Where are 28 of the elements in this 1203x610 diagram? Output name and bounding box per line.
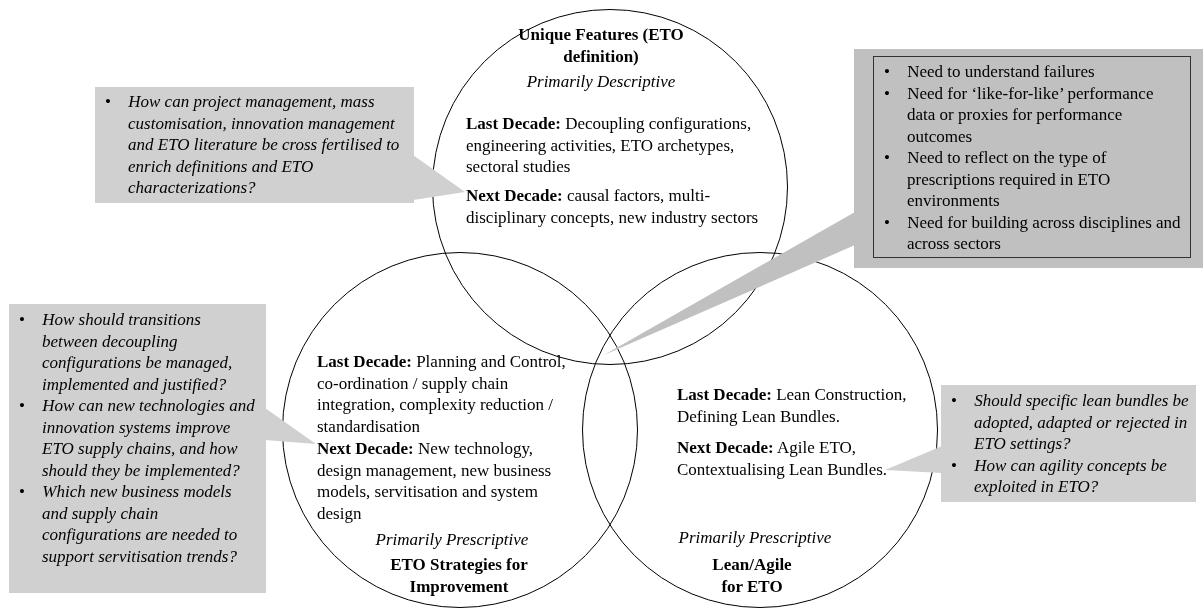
description-text: Last Decade: Lean Construction, Defining Lean Bundles. — [677, 384, 908, 427]
callout-pointer — [885, 446, 942, 473]
description-text: Last Decade: Planning and Control, co-ordination / supply chain integration, complexity reduction / standardisation — [317, 351, 567, 437]
question-text: • How can project management, mass customisation, innovation management and ETO literature be cross fertilised to enrich definitions and ETO characterizations? — [105, 91, 401, 199]
callout-box — [9, 304, 266, 593]
callout-pointer — [265, 408, 316, 444]
description-text: Next Decade: Agile ETO, Contextualising Lean Bundles. — [677, 437, 889, 480]
question-text: • How can agility concepts be exploited in ETO? — [951, 454, 1168, 498]
circle-title: Lean/Agile for ETO — [711, 554, 793, 597]
callout-box — [854, 49, 1203, 268]
question-text: • How should transitions between decoupling configurations be managed, implemented and justified? — [19, 309, 234, 395]
description-text: Last Decade: Decoupling configurations, engineering activities, ETO archetypes, sectoral studies — [466, 113, 753, 178]
description-text: Next Decade: causal factors, multi-disciplinary concepts, new industry sectors — [466, 185, 760, 228]
callout-pointer — [413, 155, 465, 200]
question-text: • How can new technologies and innovation systems improve ETO supply chains, and how should they be implemented? — [19, 395, 256, 481]
bullet-text: • Need to understand failures — [884, 61, 1096, 83]
callout-box — [941, 385, 1196, 502]
description-text: Next Decade: New technology, design management, new business models, servitisation and system design — [317, 438, 553, 524]
bullet-text: • Need for building across disciplines and across sectors — [884, 211, 1182, 255]
circle-title: Unique Features (ETO definition) — [517, 24, 685, 67]
bullet-text: • Need to reflect on the type of prescriptions required in ETO environments — [884, 147, 1112, 212]
subtitle-text: Primarily Descriptive — [525, 71, 677, 93]
question-text: • Which new business models and supply chain configurations are needed to support servitisation trends? — [19, 481, 239, 567]
subtitle-text: Primarily Prescriptive — [677, 527, 833, 549]
bullet-text: • Need for ‘like-for-like’ performance data or proxies for performance outcomes — [884, 82, 1155, 147]
subtitle-text: Primarily Prescriptive — [374, 529, 530, 551]
circle-title: ETO Strategies for Improvement — [389, 554, 529, 597]
question-text: • Should specific lean bundles be adopted, adapted or rejected in ETO settings? — [951, 390, 1190, 455]
